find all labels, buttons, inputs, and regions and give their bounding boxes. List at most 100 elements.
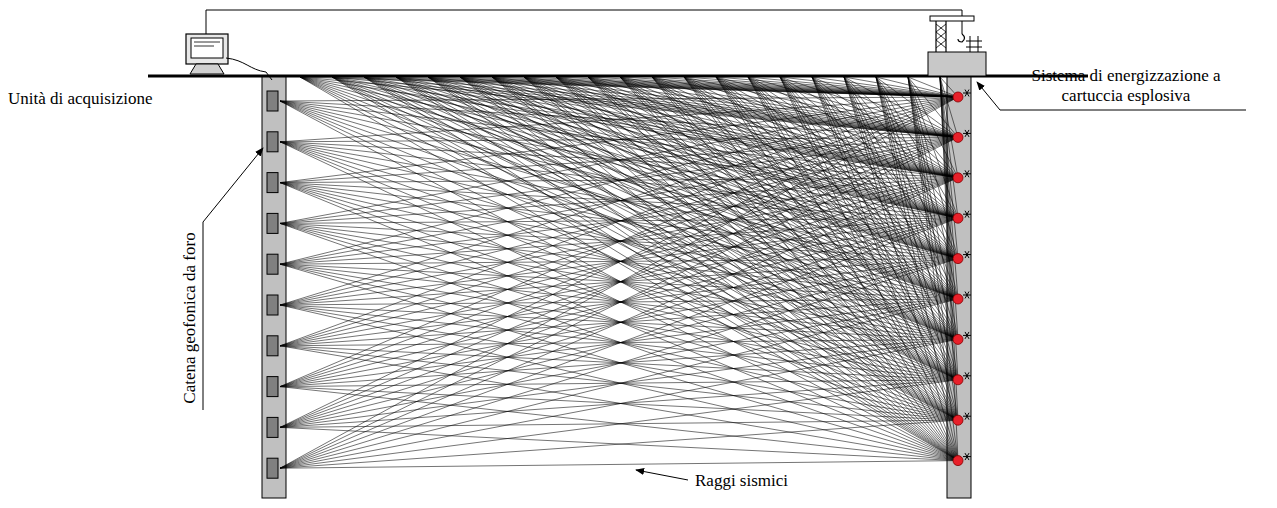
seismic-ray	[748, 77, 958, 461]
seismic-ray	[300, 77, 958, 218]
seismic-ray	[620, 77, 958, 259]
explosive-charge	[953, 251, 971, 263]
seismic-ray	[620, 77, 958, 380]
seismic-ray	[492, 77, 958, 380]
acquisition-unit-label: Unità di acquisizione	[8, 89, 152, 109]
seismic-ray	[524, 77, 958, 420]
geophone	[267, 91, 278, 111]
seismic-ray	[844, 77, 958, 259]
seismic-ray	[908, 77, 958, 97]
explosive-charge	[953, 372, 971, 384]
geophone	[267, 213, 278, 233]
geophone	[267, 336, 278, 356]
seismic-ray	[492, 77, 958, 339]
trigger-cable	[206, 10, 962, 34]
explosive-charge	[953, 413, 971, 425]
seismic-ray	[716, 77, 958, 420]
seismic-ray	[652, 77, 958, 420]
seismic-ray	[280, 346, 958, 420]
seismic-ray	[428, 77, 958, 299]
seismic-ray	[396, 77, 958, 420]
geophone	[267, 295, 278, 315]
seismic-ray	[684, 77, 958, 380]
seismic-ray	[364, 77, 958, 380]
explosive-charge	[953, 292, 971, 304]
seismic-ray	[940, 77, 958, 420]
seismic-ray	[556, 77, 958, 299]
drilling-rig	[928, 16, 986, 76]
geophone	[267, 132, 278, 152]
seismic-ray	[332, 77, 958, 339]
explosive-charge	[953, 211, 971, 223]
seismic-ray	[460, 77, 958, 380]
seismic-ray	[300, 77, 958, 259]
seismic-ray	[844, 77, 958, 339]
seismic-ray	[280, 101, 958, 380]
geophone	[267, 377, 278, 397]
seismic-ray	[332, 77, 958, 218]
seismic-ray	[396, 77, 958, 339]
seismic-ray	[460, 77, 958, 218]
seismic-ray	[524, 77, 958, 461]
seismic-ray	[460, 77, 958, 420]
seismic-ray	[280, 183, 958, 421]
seismic-ray	[280, 264, 958, 420]
seismic-ray	[684, 77, 958, 420]
seismic-ray	[588, 77, 958, 420]
seismic-ray	[876, 77, 958, 461]
seismic-ray	[780, 77, 958, 461]
seismic-ray	[300, 77, 958, 461]
seismic-ray	[280, 299, 958, 468]
seismic-ray	[652, 77, 958, 339]
seismic-ray	[332, 77, 958, 299]
seismic-ray	[748, 77, 958, 420]
seismic-ray	[364, 77, 958, 299]
seismic-ray	[652, 77, 958, 461]
seismic-ray	[280, 420, 958, 468]
seismic-ray	[280, 305, 958, 380]
seismic-ray	[280, 97, 958, 468]
seismic-ray	[428, 77, 958, 339]
seismic-ray	[524, 77, 958, 97]
seismic-ray	[716, 77, 958, 461]
seismic-ray	[556, 77, 958, 461]
seismic-ray	[332, 77, 958, 420]
seismic-ray	[812, 77, 958, 461]
seismic-ray	[280, 142, 958, 420]
seismic-ray	[908, 77, 958, 461]
seismic-ray	[908, 77, 958, 299]
rays-label: Raggi sismici	[692, 471, 791, 491]
geophone-chain-label: Catena geofonica da foro	[180, 232, 200, 403]
explosive-charge	[953, 170, 971, 182]
explosive-charge	[953, 130, 971, 142]
seismic-ray	[716, 77, 958, 339]
geophone	[267, 417, 278, 437]
seismic-ray	[588, 77, 958, 461]
seismic-ray	[844, 77, 958, 380]
seismic-ray	[684, 77, 958, 461]
seismic-ray	[280, 461, 958, 469]
leader-rays	[636, 470, 688, 480]
seismic-ray	[332, 77, 958, 461]
seismic-ray	[364, 77, 958, 461]
explosive-charge	[953, 453, 971, 465]
seismic-ray	[908, 77, 958, 218]
seismic-ray	[280, 380, 958, 468]
seismic-ray	[428, 77, 958, 461]
seismic-ray	[812, 77, 958, 218]
seismic-ray	[300, 77, 958, 339]
seismic-ray	[876, 77, 958, 339]
seismic-ray	[524, 77, 958, 299]
seismic-ray	[876, 77, 958, 420]
seismic-ray	[844, 77, 958, 461]
seismic-ray	[280, 101, 958, 178]
seismic-ray	[280, 137, 958, 468]
seismic-ray	[460, 77, 958, 461]
seismic-ray	[876, 77, 958, 259]
seismic-ray	[460, 77, 958, 97]
seismic-ray	[812, 77, 958, 97]
seismic-ray	[556, 77, 958, 420]
computer-icon	[186, 34, 272, 80]
seismic-ray	[280, 339, 958, 468]
